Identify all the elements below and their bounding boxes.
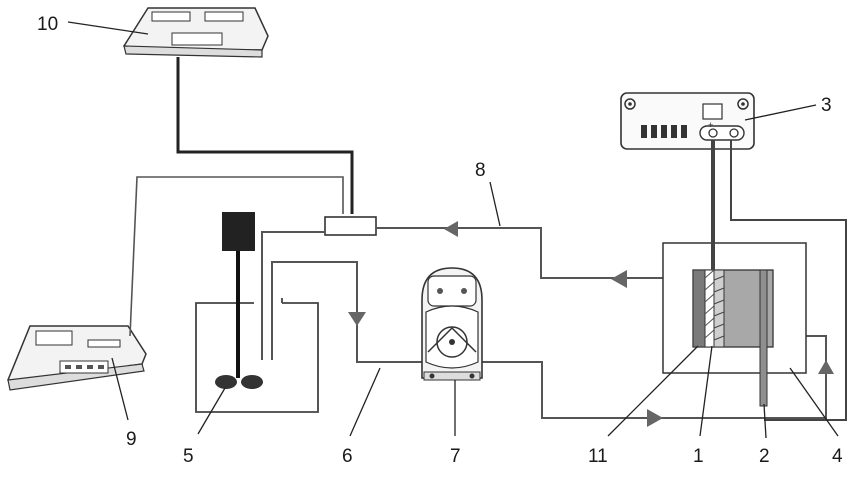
power-supply-3: + – bbox=[621, 93, 754, 149]
flow-arrow-return bbox=[444, 221, 458, 237]
flow-arrow-cell-out bbox=[611, 270, 627, 288]
leader-8 bbox=[490, 182, 500, 226]
label-5: 5 bbox=[183, 446, 194, 467]
flow-arrow-feed-right bbox=[647, 409, 663, 427]
label-9: 9 bbox=[126, 429, 137, 450]
label-6: 6 bbox=[342, 446, 353, 467]
label-4: 4 bbox=[832, 446, 843, 467]
meter-9 bbox=[8, 326, 146, 390]
cable-meter10 bbox=[178, 57, 352, 214]
meter-10 bbox=[124, 8, 268, 57]
label-7: 7 bbox=[450, 446, 461, 467]
stirrer bbox=[215, 212, 263, 389]
leader-3 bbox=[745, 105, 816, 120]
label-8: 8 bbox=[475, 160, 486, 181]
plus-terminal-label: + bbox=[708, 120, 713, 130]
label-2: 2 bbox=[759, 446, 770, 467]
minus-terminal-label: – bbox=[729, 120, 734, 130]
return-pipe-8b bbox=[376, 228, 693, 278]
label-10: 10 bbox=[37, 14, 58, 35]
flow-arrow-feed-down bbox=[348, 312, 366, 326]
feed-pipe-6 bbox=[272, 262, 422, 362]
label-11: 11 bbox=[588, 446, 608, 467]
label-1: 1 bbox=[693, 446, 704, 467]
flow-arrow-feed-up bbox=[818, 360, 834, 374]
tank-5 bbox=[196, 298, 318, 412]
leader-4 bbox=[790, 368, 838, 436]
peristaltic-pump-7 bbox=[422, 268, 482, 380]
leader-6 bbox=[350, 368, 380, 436]
leader-5 bbox=[198, 388, 225, 434]
electrolytic-cell bbox=[663, 243, 806, 406]
sensor-block bbox=[325, 217, 376, 235]
label-3: 3 bbox=[821, 95, 832, 116]
